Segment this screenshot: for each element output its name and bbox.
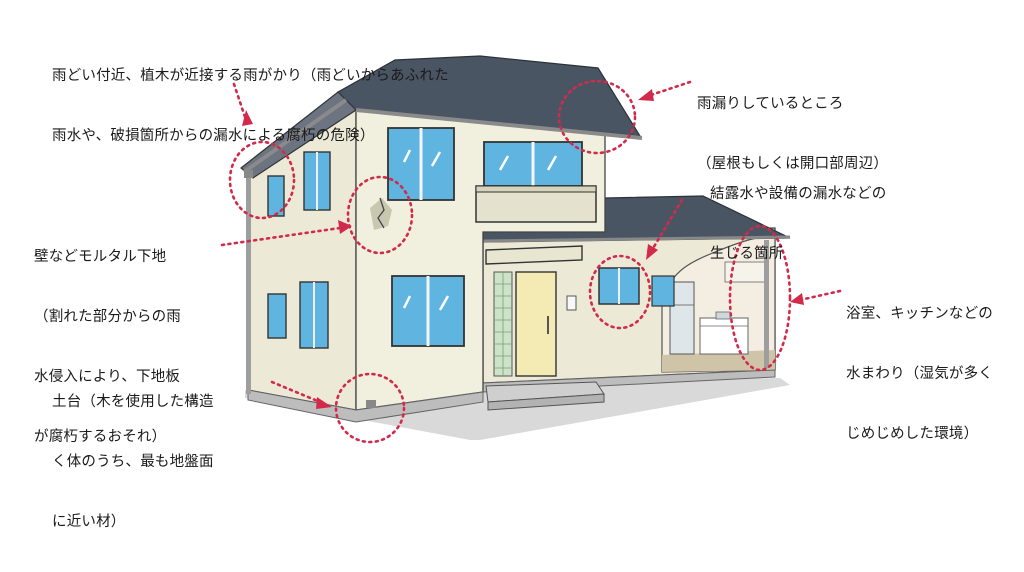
annotation-line: 雨どい付近、植木が近接する雨がかり（雨どいからあふれた — [52, 68, 449, 84]
front-door — [515, 271, 557, 377]
annotation-line: （屋根もしくは開口部周辺） — [697, 156, 889, 172]
annotation-line: 水まわり（湿気が多く — [846, 366, 993, 382]
marker-circle-wet-area — [728, 224, 792, 372]
annotation-line: じめじめした環境） — [846, 426, 979, 442]
arrowhead-mortar — [338, 220, 352, 234]
front-window-upper-left — [387, 127, 455, 201]
annotation-sill: 土台（木を使用した構造 く体のうち、最も地盤面 に近い材） — [52, 352, 214, 572]
annotation-mortar: 壁などモルタル下地 （割れた部分からの雨 水侵入により、下地板 が腐朽するおそれ… — [34, 207, 181, 487]
pointer-mortar — [220, 226, 342, 247]
marker-circle-mortar — [346, 175, 414, 255]
marker-circle-gutter — [228, 140, 296, 220]
annotation-line: 浴室、キッチンなどの — [846, 306, 993, 322]
annotation-wet-area: 浴室、キッチンなどの 水まわり（湿気が多く じめじめした環境） — [846, 264, 993, 484]
main-foundation — [247, 389, 484, 423]
glass-block-panel — [493, 271, 513, 377]
annotation-gutter: 雨どい付近、植木が近接する雨がかり（雨どいからあふれた 雨水や、破損箇所からの漏… — [52, 26, 449, 186]
side-window-upper — [267, 151, 331, 217]
arrowhead-condensation — [646, 244, 658, 260]
pointer-sill — [270, 380, 322, 404]
annotation-line: 生じる箇所 — [710, 246, 784, 262]
pointer-wet-area — [798, 289, 842, 302]
foundation-vent — [366, 400, 376, 408]
arrowhead-wet-area — [790, 293, 804, 305]
downpipe-right — [764, 240, 769, 368]
side-window-lower — [267, 281, 329, 349]
marker-circle-sill — [334, 372, 406, 444]
pointer-condensation — [650, 198, 684, 252]
interior-floor — [662, 350, 775, 372]
annotation-line: 壁などモルタル下地 — [34, 249, 167, 265]
annotation-line: 雨漏りしているところ — [697, 96, 844, 112]
annotation-roof-leak: 雨漏りしているところ （屋根もしくは開口部周辺） — [697, 54, 888, 214]
annotation-line: が腐朽するおそれ） — [34, 429, 167, 445]
annotation-line: 雨水や、破損箇所からの漏水による腐朽の危険） — [52, 128, 375, 144]
house-illustration — [220, 55, 842, 444]
annotation-line: に近い材） — [52, 514, 126, 530]
annotation-line: 結露水や設備の漏水などの — [710, 186, 887, 202]
annotation-line: く体のうち、最も地盤面 — [52, 454, 214, 470]
decay-risk-diagram: 雨どい付近、植木が近接する雨がかり（雨どいからあふれた 雨水や、破損箇所からの漏… — [34, 26, 993, 530]
wall-lamp — [566, 295, 577, 311]
pointer-roof-leak — [646, 80, 692, 98]
annotation-condensation: 結露水や設備の漏水などの 生じる箇所 — [710, 144, 886, 304]
arrowhead-roof-leak — [638, 89, 654, 101]
kitchen-counter — [699, 317, 749, 355]
pointer-gutter — [232, 82, 248, 122]
marker-circle-roof-leak — [557, 79, 637, 155]
annotation-line: 土台（木を使用した構造 — [52, 394, 214, 410]
arrowhead-gutter — [242, 110, 253, 126]
front-window-lower — [391, 275, 465, 347]
marker-circle-condensation — [588, 254, 652, 330]
downpipe-left — [246, 176, 251, 394]
annotation-line: 水侵入により、下地板 — [34, 369, 181, 385]
annotation-line: （割れた部分からの雨 — [34, 309, 181, 325]
front-window-upper-right — [483, 141, 583, 187]
arrowhead-sill — [316, 397, 332, 409]
entrance-canopy — [485, 245, 583, 265]
